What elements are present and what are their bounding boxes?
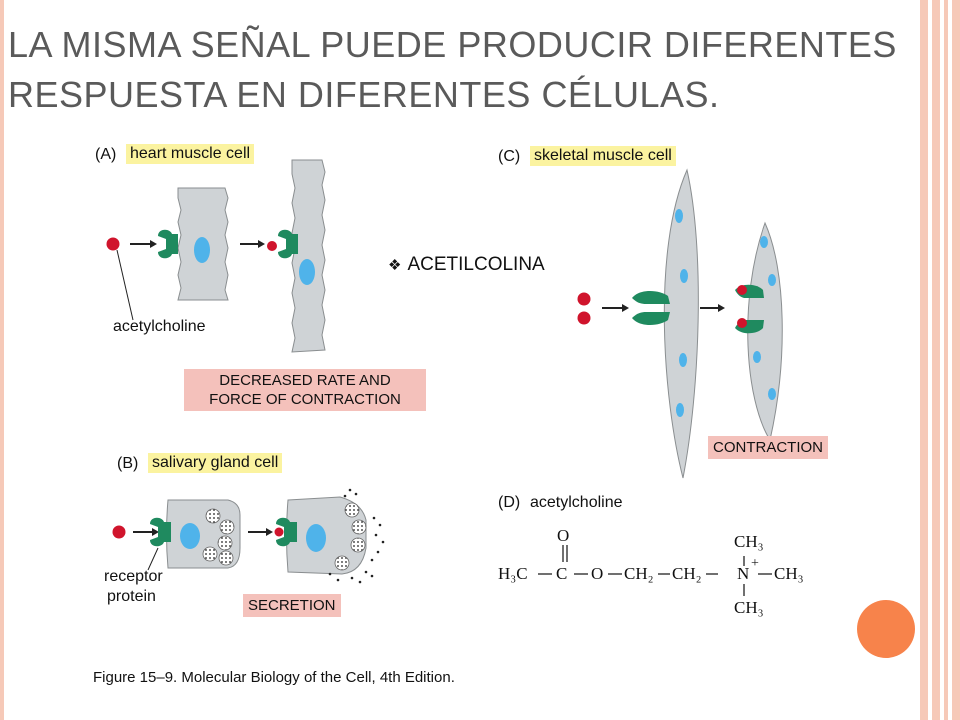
slide-right-border <box>920 0 960 720</box>
panel-c-response: CONTRACTION <box>708 436 828 459</box>
formula-carbonyl-c: C <box>556 564 568 583</box>
panel-a-letter: (A) <box>95 146 117 163</box>
formula-carbonyl-o: O <box>557 526 570 545</box>
receptor-label-line-2: protein <box>107 588 156 605</box>
acetylcholine-ligand-a <box>106 237 120 251</box>
nucleus-c <box>680 269 688 283</box>
formula-ch3-top: CH₃ <box>734 532 764 551</box>
formula-plus: + <box>751 556 759 571</box>
acetylcholine-ligand-c2 <box>577 311 591 325</box>
panel-b-response: SECRETION <box>243 594 341 617</box>
receptor-b1 <box>150 517 171 547</box>
acetylcholine-ligand-c1 <box>577 292 591 306</box>
acetilcolina-bullet: ❖ ACETILCOLINA <box>388 254 545 276</box>
acetylcholine-ligand-b <box>112 525 126 539</box>
panel-d-title: acetylcholine <box>530 494 623 511</box>
acetylcholine-structure-bonds <box>538 545 772 596</box>
nucleus-c <box>768 388 776 400</box>
receptor-b2 <box>276 517 297 547</box>
vesicle <box>351 519 367 535</box>
secreted-particles <box>328 488 385 584</box>
nucleus-a2 <box>299 259 315 285</box>
panel-a-cell-label: heart muscle cell <box>126 144 255 164</box>
receptor-c1 <box>632 291 670 304</box>
panel-d-letter: (D) <box>498 494 521 511</box>
bound-ligand-a <box>267 241 277 251</box>
formula-ch2-a: CH₂ <box>624 564 654 583</box>
vesicle <box>344 502 360 518</box>
panel-b-letter: (B) <box>117 455 139 472</box>
nucleus-c <box>768 274 776 286</box>
heart-cell-contracted <box>291 159 326 353</box>
vesicle <box>205 508 221 524</box>
nucleus-c <box>753 351 761 363</box>
figure-caption: Figure 15–9. Molecular Biology of the Ce… <box>93 669 455 686</box>
slide-left-border <box>0 0 4 720</box>
formula-n: N <box>737 564 750 583</box>
panel-b-cell-label: salivary gland cell <box>148 453 283 473</box>
formula-ch2-b: CH₂ <box>672 564 702 583</box>
receptor-pointer-line <box>147 547 159 571</box>
panel-a-response: DECREASED RATE AND FORCE OF CONTRACTION <box>184 369 426 411</box>
receptor-a2 <box>278 229 298 259</box>
nucleus-c <box>676 403 684 417</box>
nucleus-b1 <box>180 523 200 549</box>
diamond-bullet-icon: ❖ <box>388 257 402 274</box>
formula-ch3-right: CH₃ <box>774 564 804 583</box>
receptor-label-line-1: receptor <box>104 568 163 585</box>
formula-ester-o: O <box>591 564 604 583</box>
bound-ligand-b <box>274 527 284 537</box>
nucleus-b2 <box>306 524 326 552</box>
panel-c-cell-label: skeletal muscle cell <box>530 146 676 166</box>
slide-title-line-2: RESPUESTA EN DIFERENTES CÉLULAS. <box>8 74 720 115</box>
vesicle <box>219 519 235 535</box>
nucleus-a1 <box>194 237 210 263</box>
vesicle <box>202 546 218 562</box>
panel-c-letter: (C) <box>498 148 521 165</box>
panel-a-response-line-1: DECREASED RATE AND <box>219 372 391 389</box>
panel-a-response-line-2: FORCE OF CONTRACTION <box>209 391 401 408</box>
vesicle <box>334 555 350 571</box>
acetylcholine-label: acetylcholine <box>113 318 206 335</box>
nucleus-c <box>675 209 683 223</box>
formula-ch3-bottom: CH₃ <box>734 598 764 617</box>
bullet-text: ACETILCOLINA <box>407 254 545 275</box>
nucleus-c <box>760 236 768 248</box>
skeletal-cell-resting <box>663 168 699 479</box>
accent-circle <box>857 600 915 658</box>
receptor-c2 <box>632 312 670 325</box>
receptor-a1 <box>158 229 178 259</box>
vesicle <box>217 535 233 551</box>
vesicle <box>218 550 234 566</box>
vesicle <box>350 537 366 553</box>
slide-title-line-1: LA MISMA SEÑAL PUEDE PRODUCIR DIFERENTES <box>8 24 897 65</box>
nucleus-c <box>679 353 687 367</box>
ligand-pointer-line <box>116 249 134 321</box>
bound-ligand-c1 <box>737 285 747 295</box>
bound-ligand-c2 <box>737 318 747 328</box>
formula-h3c: H₃C <box>498 564 528 583</box>
